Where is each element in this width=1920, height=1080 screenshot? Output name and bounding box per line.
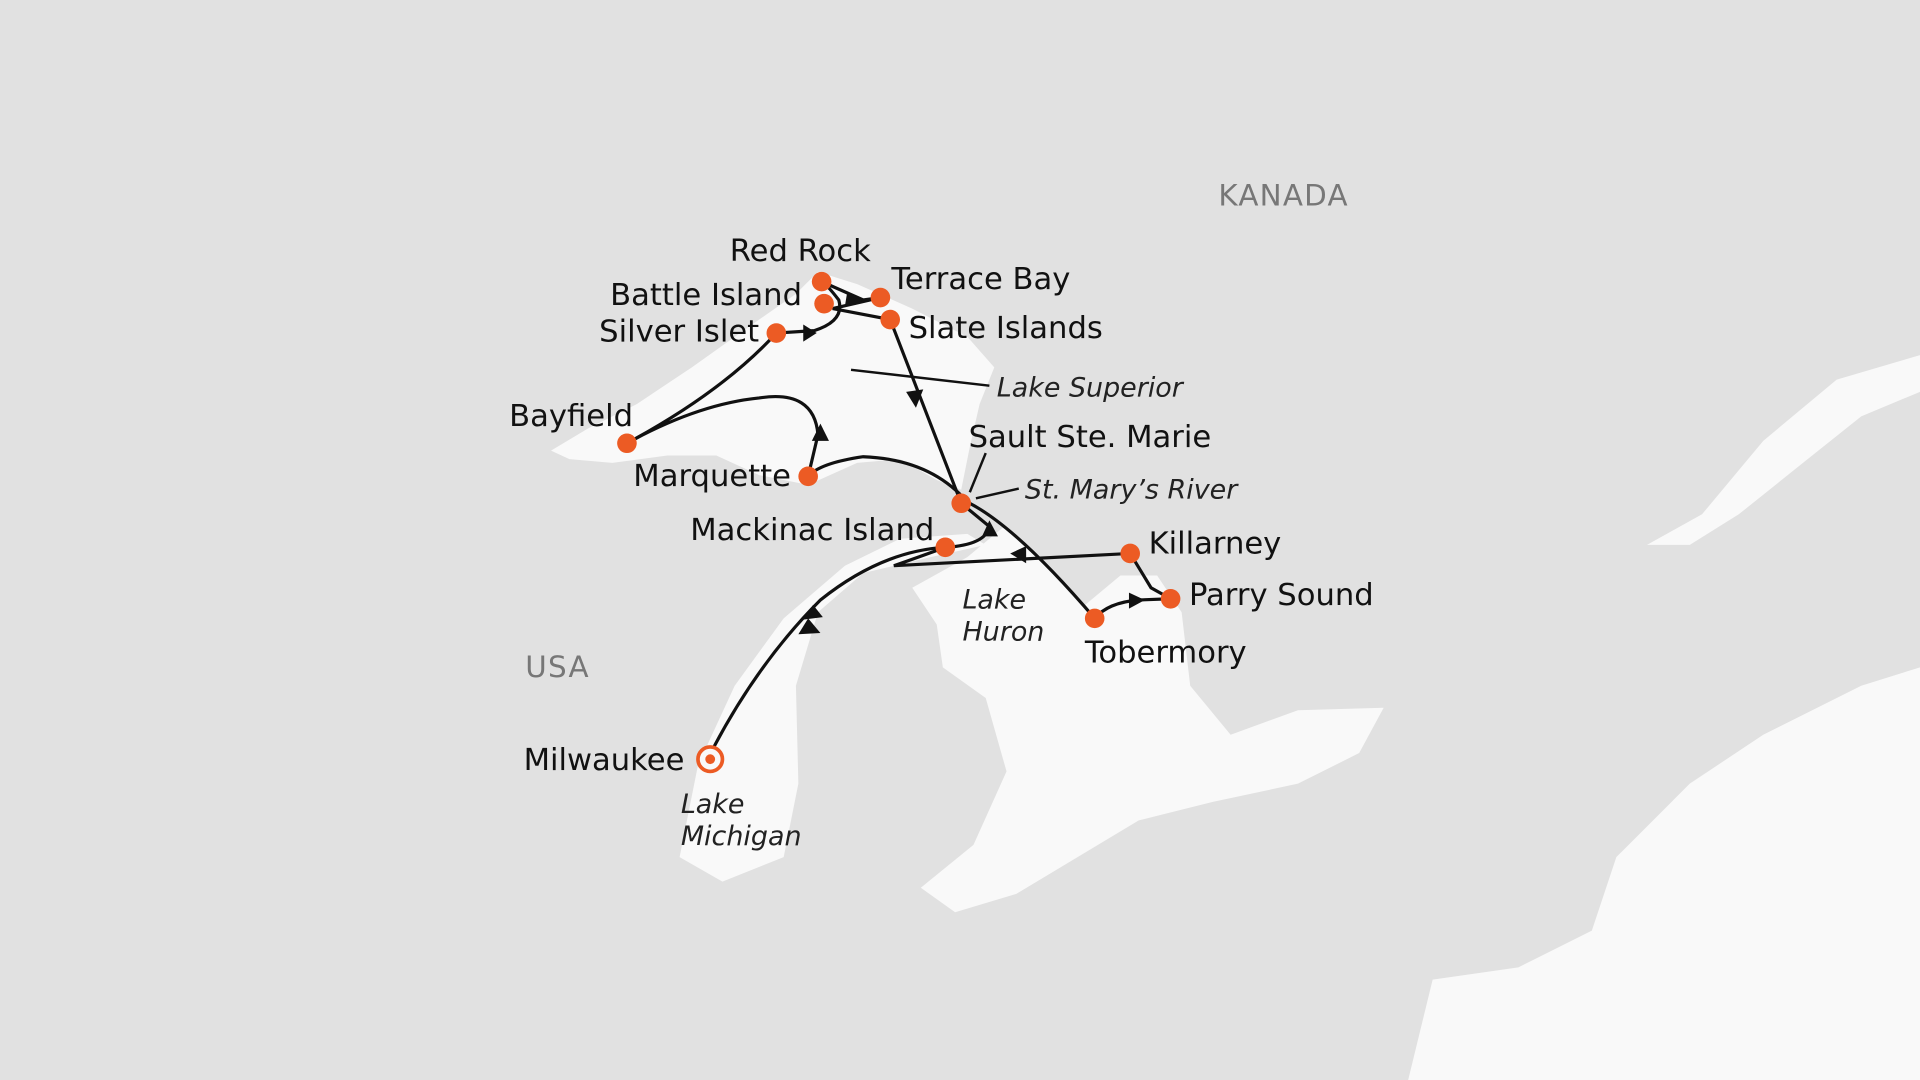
port-killarney[interactable] (1120, 543, 1140, 564)
port-bayfield[interactable] (617, 433, 637, 454)
label-bayfield: Bayfield (509, 399, 633, 434)
label-silver-islet: Silver Islet (599, 315, 759, 350)
lake-michigan-shape (679, 533, 986, 882)
label-parry-sound: Parry Sound (1189, 578, 1374, 613)
st-lawrence-shape (1646, 355, 1920, 545)
lake-label-huron-2: Huron (962, 616, 1044, 647)
country-label-canada: KANADA (1218, 179, 1348, 213)
lake-label-huron-1: Lake (962, 585, 1026, 616)
ports (617, 271, 1181, 774)
port-marquette[interactable] (798, 466, 818, 487)
port-milwaukee-start[interactable] (696, 745, 725, 774)
port-silver-islet[interactable] (766, 323, 787, 343)
lake-label-stmarys: St. Mary’s River (1025, 474, 1239, 505)
port-slate-islands[interactable] (880, 309, 900, 330)
label-mackinac: Mackinac Island (690, 513, 934, 548)
label-sault: Sault Ste. Marie (969, 420, 1212, 455)
label-killarney: Killarney (1149, 526, 1282, 561)
port-battle-island[interactable] (814, 293, 834, 314)
label-battle-island: Battle Island (610, 278, 802, 313)
label-tobermory: Tobermory (1084, 635, 1247, 670)
labels: KANADA USA Lake Superior St. Mary’s Rive… (509, 179, 1374, 852)
port-red-rock[interactable] (811, 271, 832, 292)
port-sault[interactable] (951, 493, 972, 514)
country-label-usa: USA (525, 650, 589, 684)
label-terrace-bay: Terrace Bay (890, 262, 1070, 297)
lake-label-superior: Lake Superior (997, 373, 1185, 404)
lake-huron-shape (912, 526, 1384, 913)
label-red-rock: Red Rock (730, 234, 871, 269)
label-slate-islands: Slate Islands (909, 311, 1103, 346)
port-tobermory[interactable] (1084, 608, 1105, 629)
lake-ontario-shape (1408, 667, 1920, 1080)
label-marquette: Marquette (633, 459, 791, 494)
label-milwaukee: Milwaukee (524, 743, 685, 778)
water-bodies (551, 271, 1920, 1080)
lake-label-michigan-2: Michigan (681, 821, 802, 852)
lake-label-michigan-1: Lake (681, 789, 745, 820)
port-mackinac[interactable] (935, 537, 956, 558)
port-terrace-bay[interactable] (870, 287, 891, 308)
port-parry-sound[interactable] (1160, 588, 1181, 609)
